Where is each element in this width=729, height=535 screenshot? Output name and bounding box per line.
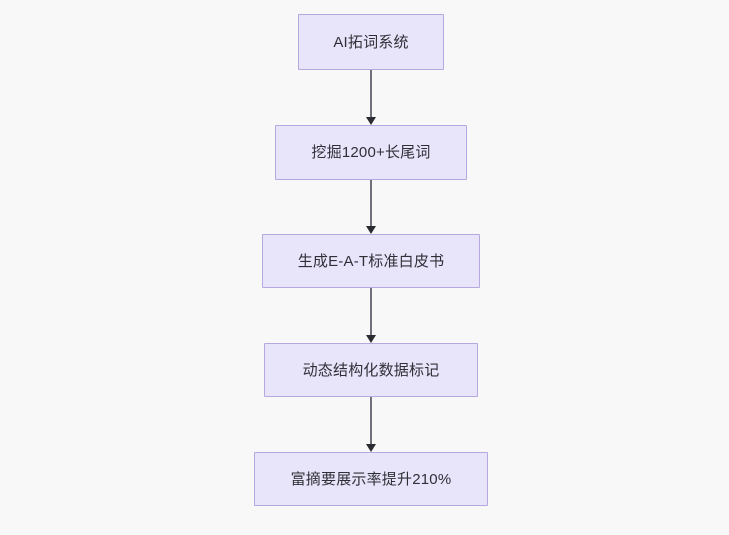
node-label: 富摘要展示率提升210% [290, 470, 452, 488]
arrowhead-node2 [366, 117, 376, 125]
flowchart-node-rich-snippet-result[interactable]: 富摘要展示率提升210% [254, 452, 488, 506]
edge-node4-to-node5 [370, 397, 372, 444]
node-label: 生成E-A-T标准白皮书 [297, 252, 445, 270]
edge-node1-to-node2 [370, 70, 372, 117]
flowchart-node-structured-data-markup[interactable]: 动态结构化数据标记 [264, 343, 478, 397]
edge-node2-to-node3 [370, 180, 372, 226]
arrowhead-node5 [366, 444, 376, 452]
flowchart-node-ai-keyword-system[interactable]: AI拓词系统 [298, 14, 444, 70]
flowchart-node-longtail-keywords[interactable]: 挖掘1200+长尾词 [275, 125, 467, 180]
node-label: 动态结构化数据标记 [302, 361, 440, 379]
arrowhead-node3 [366, 226, 376, 234]
node-label: 挖掘1200+长尾词 [311, 144, 431, 161]
flowchart-node-eat-whitepaper[interactable]: 生成E-A-T标准白皮书 [262, 234, 480, 288]
edge-node3-to-node4 [370, 288, 372, 335]
arrowhead-node4 [366, 335, 376, 343]
node-label: AI拓词系统 [333, 33, 409, 51]
